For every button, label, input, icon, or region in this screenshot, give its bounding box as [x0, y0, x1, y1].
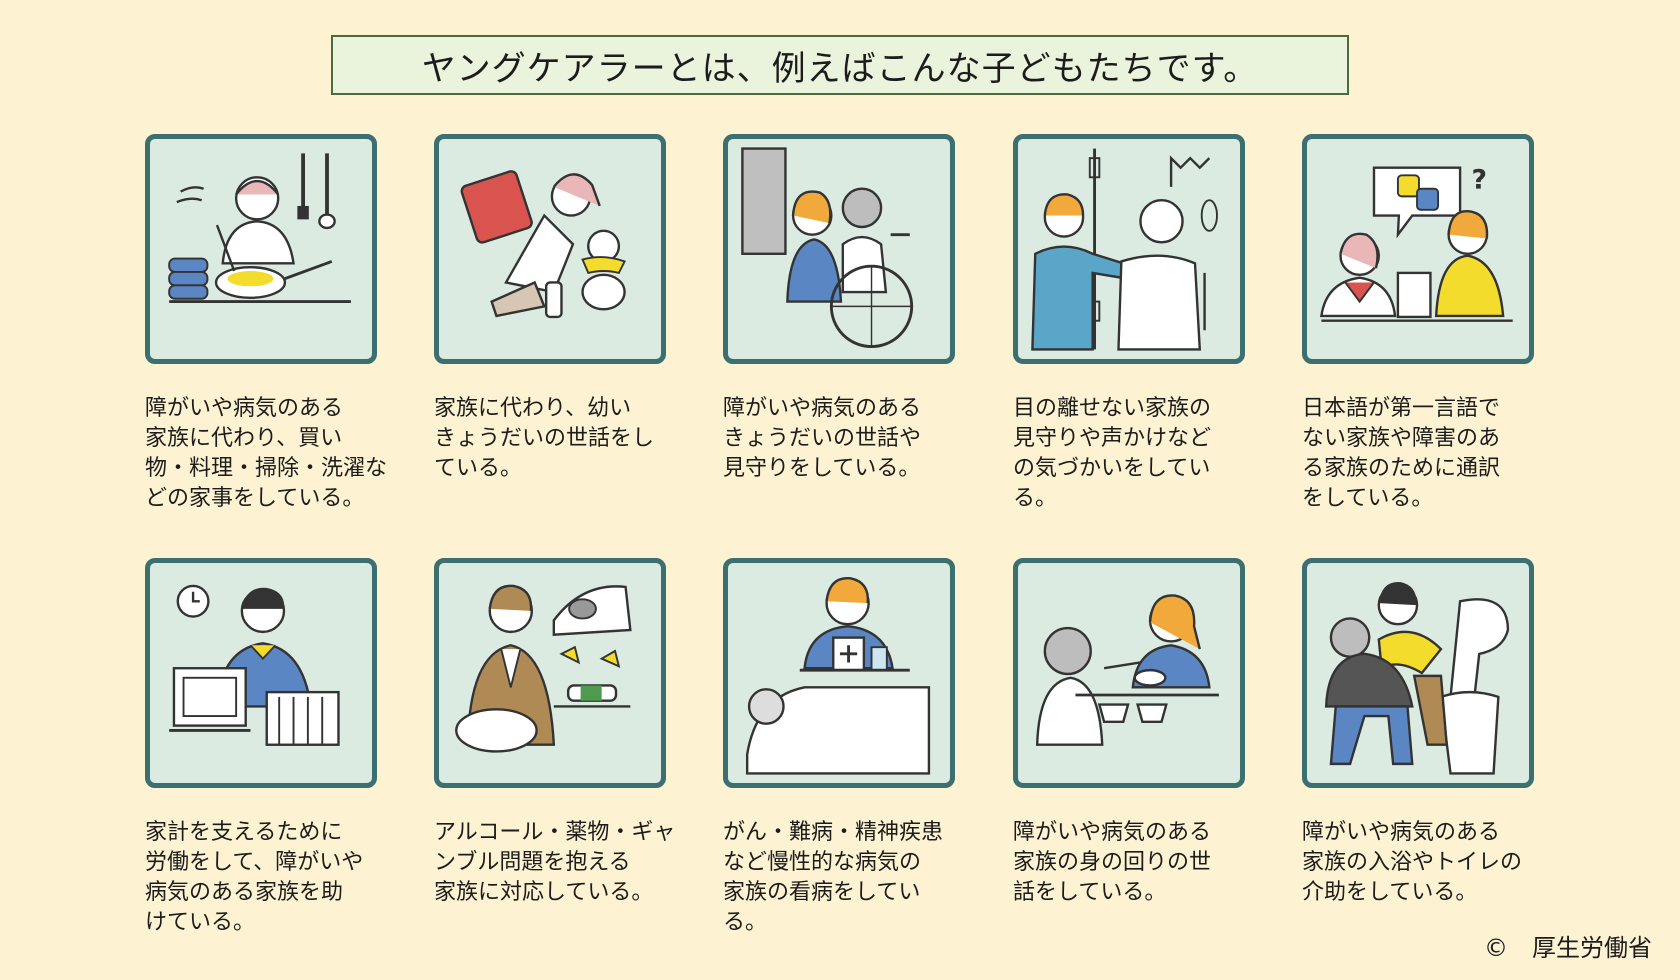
babysitting-icon	[434, 134, 666, 364]
wheelchair-care-icon	[723, 134, 955, 364]
card-caption: 日本語が第一言語で ない家族や障害のあ る家族のために通訳 をしている。	[1302, 396, 1501, 511]
page-title: ヤングケアラーとは、例えばこんな子どもたちです。	[331, 35, 1349, 95]
feeding-icon	[1013, 558, 1245, 788]
card-caption: アルコール・薬物・ギャ ンブル問題を抱える 家族に対応している。	[434, 820, 676, 905]
card-caption: 家計を支えるために 労働をして、障がいや 病気のある家族を助 けている。	[145, 820, 364, 935]
copyright-notice: © 厚生労働省	[1484, 934, 1652, 962]
card-caption: 障がいや病気のある 家族の入浴やトイレの 介助をしている。	[1302, 820, 1523, 905]
card-caption: 目の離せない家族の 見守りや声かけなど の気づかいをしてい る。	[1013, 396, 1212, 511]
card-caption: 障がいや病気のある 家族の身の回りの世 話をしている。	[1013, 820, 1212, 905]
toilet-assist-icon	[1302, 558, 1534, 788]
interpreting-icon: ?	[1302, 134, 1534, 364]
card-caption: 家族に代わり、幼い きょうだいの世話をし ている。	[434, 396, 655, 481]
card-caption: がん・難病・精神疾患 など慢性的な病気の 家族の看病をしてい る。	[723, 820, 944, 935]
alcohol-problem-icon	[434, 558, 666, 788]
nursing-icon	[723, 558, 955, 788]
part-time-work-icon	[145, 558, 377, 788]
cooking-icon	[145, 134, 377, 364]
watching-over-icon	[1013, 134, 1245, 364]
svg-text:?: ?	[1472, 165, 1488, 196]
card-caption: 障がいや病気のある 家族に代わり、買い 物・料理・掃除・洗濯な どの家事をしてい…	[145, 396, 388, 511]
card-caption: 障がいや病気のある きょうだいの世話や 見守りをしている。	[723, 396, 922, 481]
